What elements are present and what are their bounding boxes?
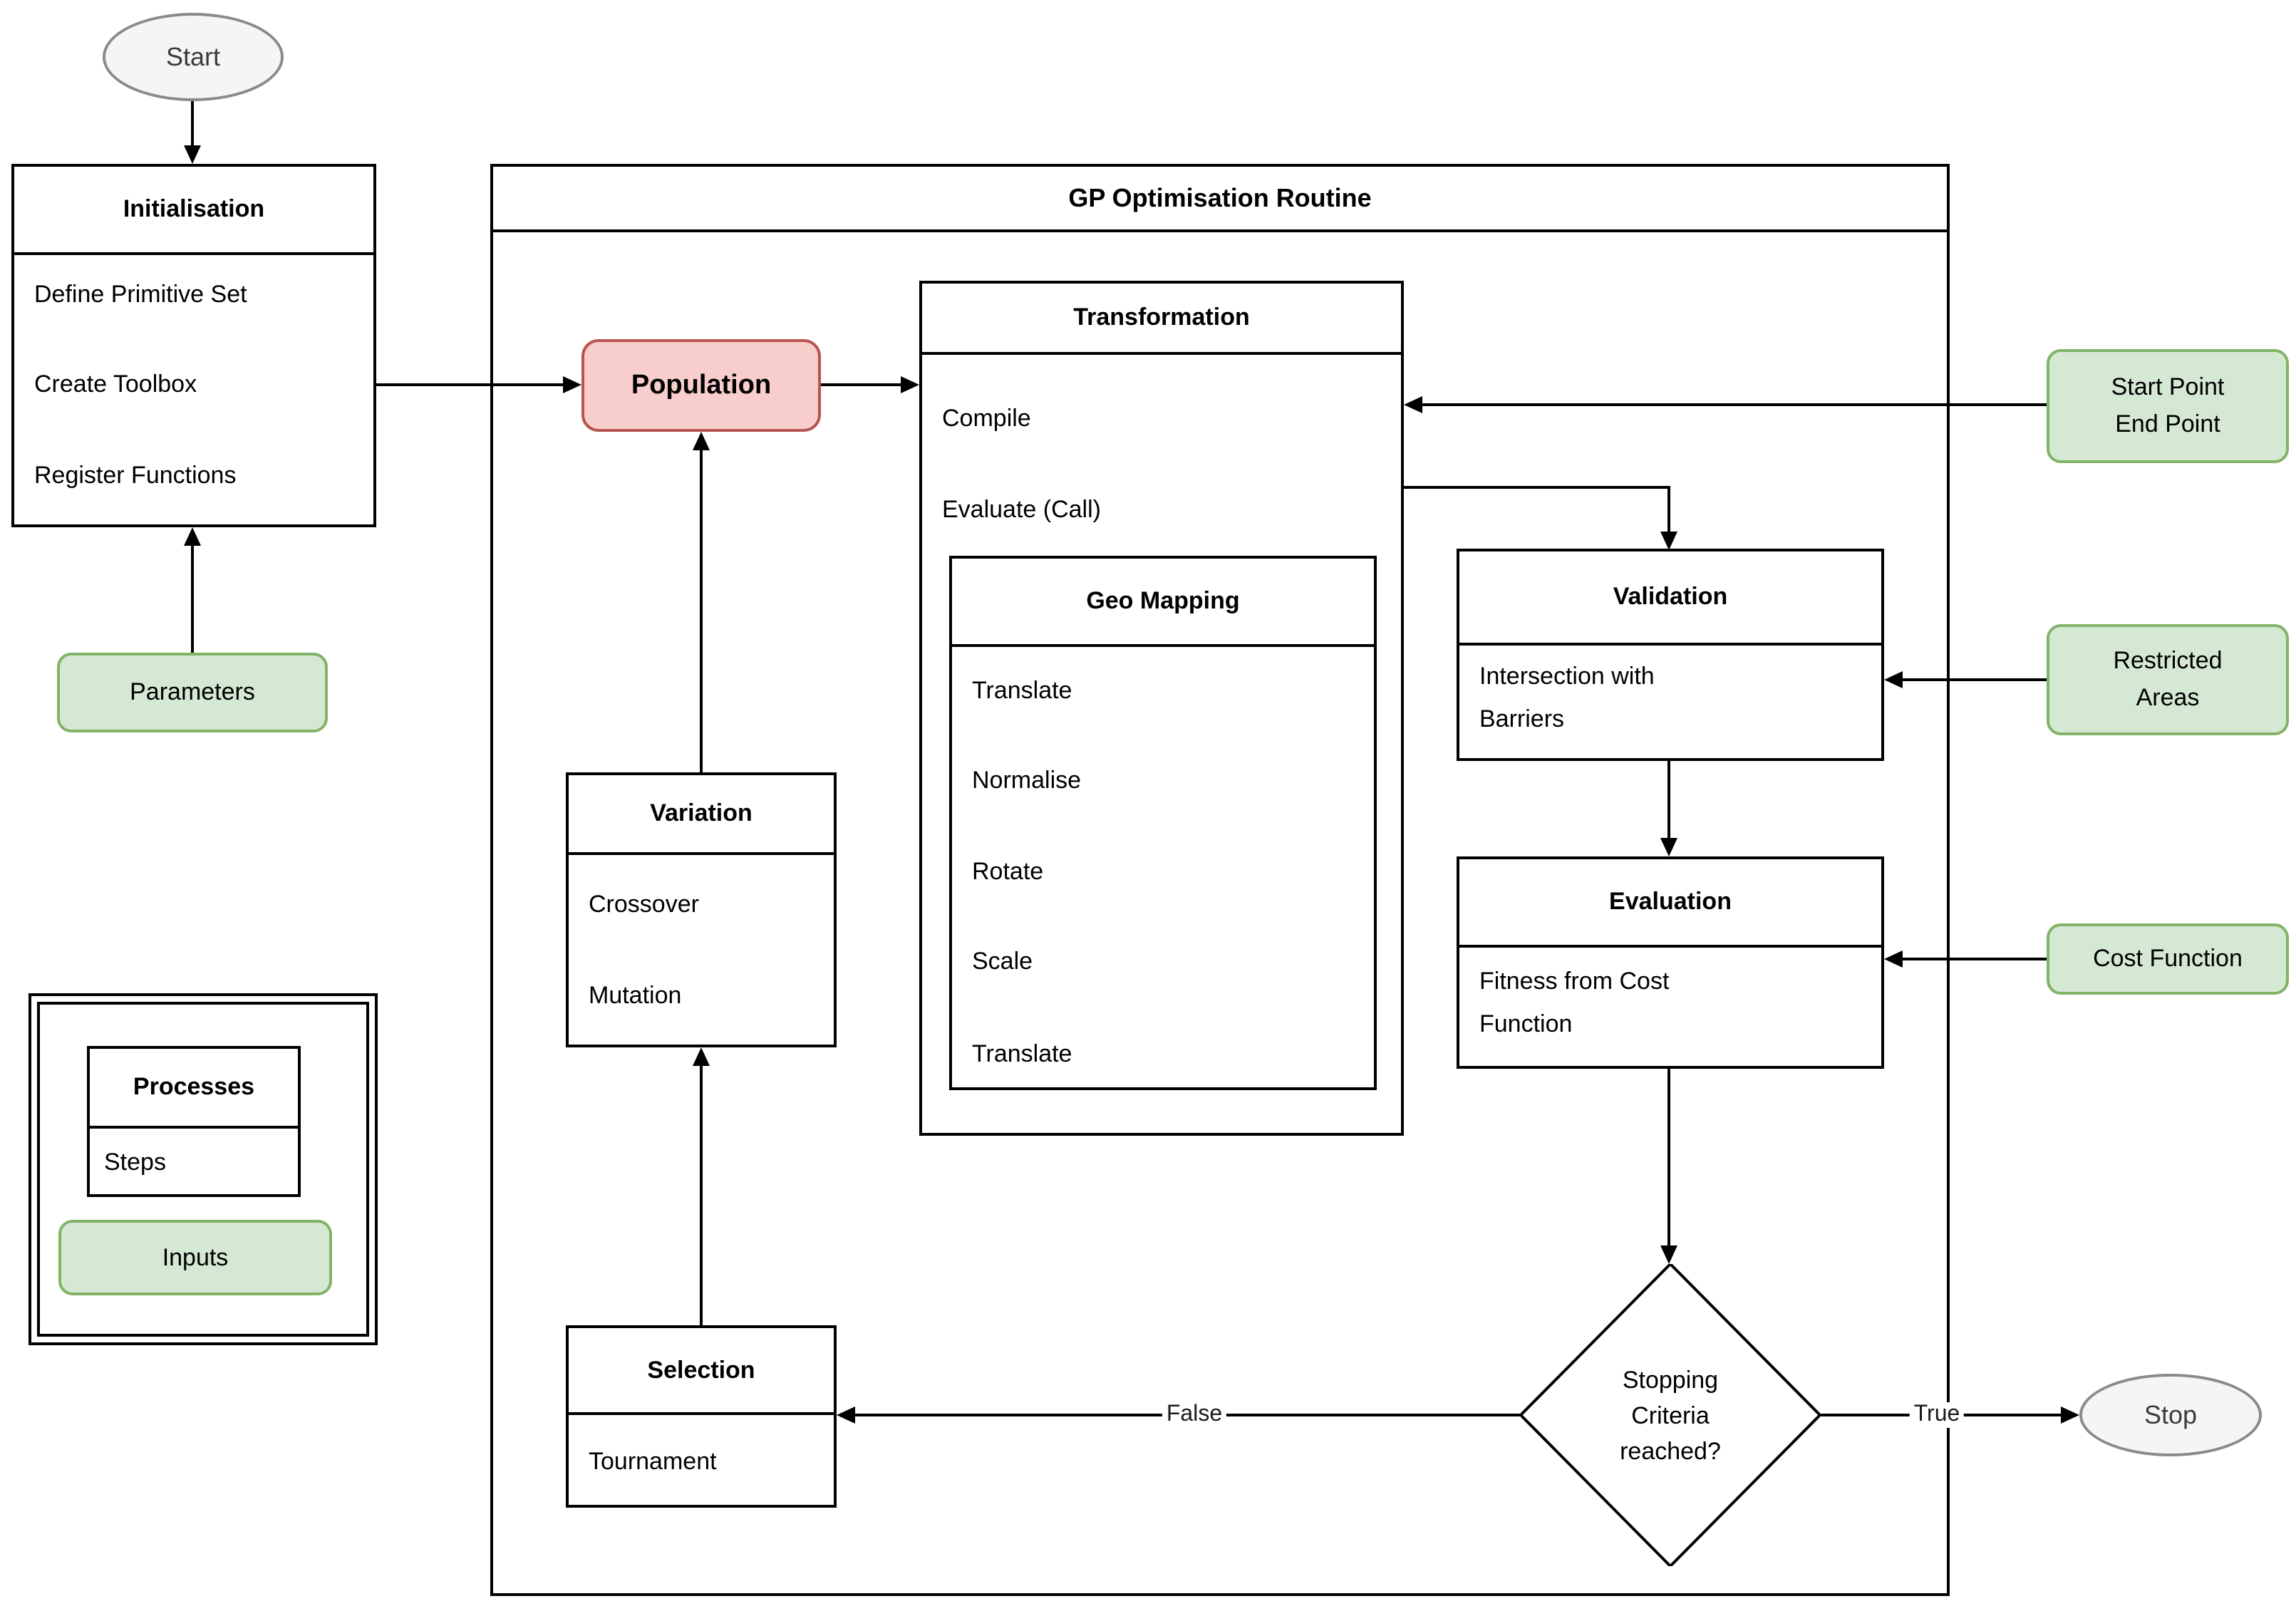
legend-processes-label: Processes — [90, 1049, 298, 1129]
geo-mapping-step-normalise: Normalise — [972, 767, 1082, 794]
arrowhead-variation-population — [693, 432, 710, 450]
evaluation-title: Evaluation — [1459, 859, 1881, 948]
variation-box: Variation Crossover Mutation — [566, 772, 837, 1047]
arrowhead-start-initialisation — [184, 145, 201, 164]
transformation-title: Transformation — [922, 284, 1401, 355]
transformation-step-evaluate-call: Evaluate (Call) — [942, 496, 1101, 523]
edge-label-true: True — [1909, 1402, 1965, 1428]
variation-title: Variation — [569, 775, 834, 855]
geo-mapping-title: Geo Mapping — [952, 559, 1374, 647]
evaluation-box: Evaluation Fitness from Cost Function — [1457, 856, 1884, 1069]
legend-inner-border — [37, 1002, 369, 1337]
geo-mapping-step-translate-1: Translate — [972, 677, 1072, 704]
initialisation-step-define-primitive-set: Define Primitive Set — [34, 281, 247, 308]
edge-variation-population — [700, 450, 703, 772]
arrowhead-selection-variation — [693, 1047, 710, 1066]
legend-processes-box: Processes Steps — [87, 1046, 301, 1197]
legend-inputs-label: Inputs — [162, 1243, 229, 1270]
arrowhead-evaluation-stopping — [1660, 1245, 1677, 1264]
geo-mapping-box: Geo Mapping Translate Normalise Rotate S… — [949, 556, 1377, 1090]
arrowhead-cost-evaluation — [1884, 950, 1903, 968]
validation-body: Intersection with Barriers — [1479, 663, 1655, 732]
validation-box: Validation Intersection with Barriers — [1457, 549, 1884, 761]
edge-start-initialisation — [191, 101, 194, 148]
start-terminal-label: Start — [165, 43, 220, 71]
arrowhead-transformation-validation — [1660, 532, 1677, 550]
selection-body-tournament: Tournament — [589, 1448, 717, 1475]
legend-inputs-box: Inputs — [58, 1220, 332, 1295]
start-end-point-input: Start Point End Point — [2047, 349, 2289, 463]
arrowhead-stopping-stop — [2061, 1406, 2079, 1424]
arrowhead-validation-evaluation — [1660, 838, 1677, 856]
edge-startend-transformation — [1422, 403, 2047, 406]
validation-title: Validation — [1459, 551, 1881, 646]
edge-restricted-validation — [1903, 678, 2047, 681]
edge-validation-evaluation — [1667, 761, 1670, 839]
legend-steps-label: Steps — [104, 1149, 166, 1176]
initialisation-title: Initialisation — [14, 167, 373, 255]
population-node: Population — [581, 339, 821, 432]
geo-mapping-step-rotate: Rotate — [972, 858, 1044, 885]
start-terminal: Start — [103, 13, 284, 101]
start-end-point-label: Start Point End Point — [2111, 373, 2225, 437]
edge-evaluation-stopping — [1667, 1069, 1670, 1247]
edge-transformation-validation-v — [1667, 486, 1670, 533]
evaluation-body: Fitness from Cost Function — [1479, 968, 1670, 1037]
transformation-step-compile: Compile — [942, 405, 1031, 432]
stopping-criteria-label: Stopping Criteria reached? — [1620, 1366, 1721, 1464]
edge-transformation-validation-h — [1404, 486, 1670, 489]
arrowhead-initialisation-population — [563, 376, 581, 393]
initialisation-step-register-functions: Register Functions — [34, 462, 237, 489]
geo-mapping-step-translate-2: Translate — [972, 1040, 1072, 1067]
initialisation-box: Initialisation Define Primitive Set Crea… — [11, 164, 376, 527]
population-label: Population — [631, 370, 772, 400]
gp-optimisation-routine-title: GP Optimisation Routine — [493, 167, 1947, 232]
arrowhead-startend-transformation — [1404, 396, 1422, 413]
arrowhead-restricted-validation — [1884, 671, 1903, 688]
stop-terminal-label: Stop — [2144, 1401, 2198, 1429]
variation-step-crossover: Crossover — [589, 891, 699, 918]
restricted-areas-input: Restricted Areas — [2047, 624, 2289, 735]
arrowhead-population-transformation — [901, 376, 919, 393]
cost-function-label: Cost Function — [2093, 945, 2243, 972]
parameters-label: Parameters — [130, 678, 255, 705]
stop-terminal: Stop — [2079, 1374, 2262, 1456]
selection-box: Selection Tournament — [566, 1325, 837, 1508]
restricted-areas-label: Restricted Areas — [2113, 647, 2223, 711]
variation-step-mutation: Mutation — [589, 982, 682, 1009]
parameters-input: Parameters — [57, 653, 328, 732]
geo-mapping-step-scale: Scale — [972, 948, 1033, 975]
edge-label-false: False — [1162, 1402, 1227, 1428]
initialisation-step-create-toolbox: Create Toolbox — [34, 371, 197, 398]
edge-initialisation-population — [376, 383, 567, 386]
edge-population-transformation — [821, 383, 904, 386]
edge-parameters-initialisation — [191, 546, 194, 653]
edge-cost-evaluation — [1903, 958, 2047, 960]
arrowhead-stopping-selection — [837, 1406, 855, 1424]
arrowhead-parameters-initialisation — [184, 527, 201, 546]
cost-function-input: Cost Function — [2047, 923, 2289, 995]
selection-title: Selection — [569, 1328, 834, 1415]
edge-selection-variation — [700, 1066, 703, 1325]
stopping-criteria-diamond — [1521, 1264, 1820, 1566]
